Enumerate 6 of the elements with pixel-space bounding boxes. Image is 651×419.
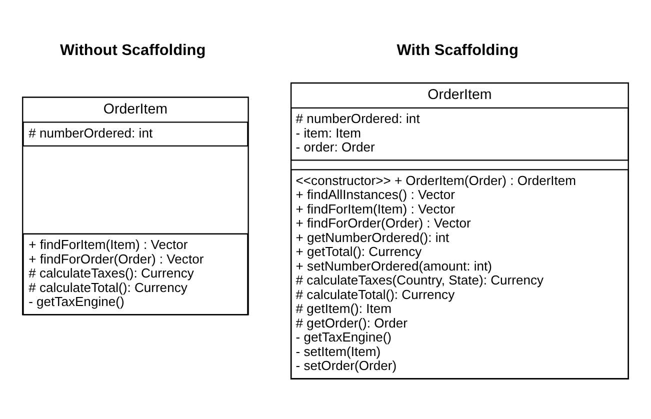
- node-box: <<constructor>> + OrderItem(Order) : OrderItem + findAllInstances() : Vector + findForItem(Item) : Vector + findForOrder(Order) : Vector + getNumberOrdered(): int + getTotal(): Currency + setNumberOrdered(amount: int) # calculateTaxes(Country, State): Currency # calculateTotal(): Currency # getItem(): Item # getOrder(): Order - getTaxEngine() - setItem(Item) - setOrder(Order): [290, 169, 629, 380]
- node-box: + findForItem(Item) : Vector + findForOrder(Order) : Vector # calculateTaxes(): Currency # calculateTotal(): Currency - getTaxEngine(): [22, 233, 248, 316]
- label: With Scaffolding: [396, 42, 518, 59]
- node-box: # numberOrdered: int: [22, 122, 248, 147]
- label: Without Scaffolding: [60, 42, 206, 59]
- node-box: # numberOrdered: int - item: Item - order: Order: [290, 107, 629, 161]
